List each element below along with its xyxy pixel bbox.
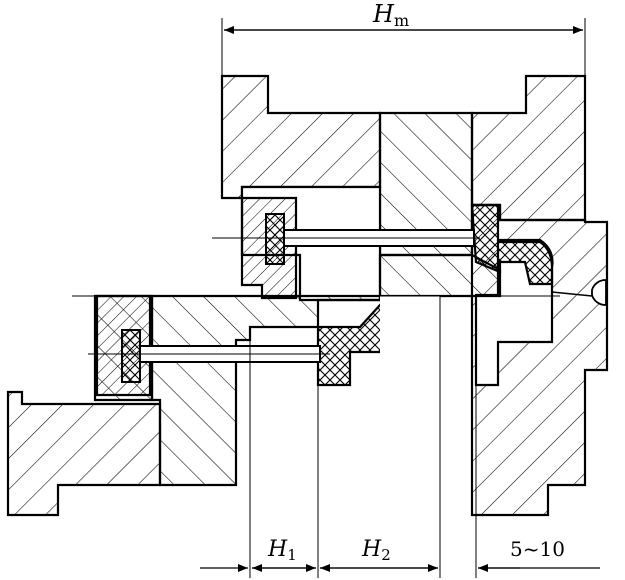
nozzle-tip: [591, 279, 607, 306]
runner-part: [470, 203, 554, 286]
parting-gap: [380, 296, 440, 400]
core-plate: [150, 294, 382, 487]
dimension-lines: [200, 26, 600, 572]
hm-label: Hm: [372, 0, 409, 30]
top-clamp-plate: [220, 74, 382, 200]
range-label: 5~10: [510, 537, 565, 561]
h1-label: H1: [267, 537, 297, 564]
extension-lines: [221, 18, 586, 578]
h2-label: H2: [361, 537, 391, 564]
top-plate-right: [470, 74, 587, 222]
centre-lines: [72, 237, 560, 355]
ejector-base: [6, 390, 162, 517]
